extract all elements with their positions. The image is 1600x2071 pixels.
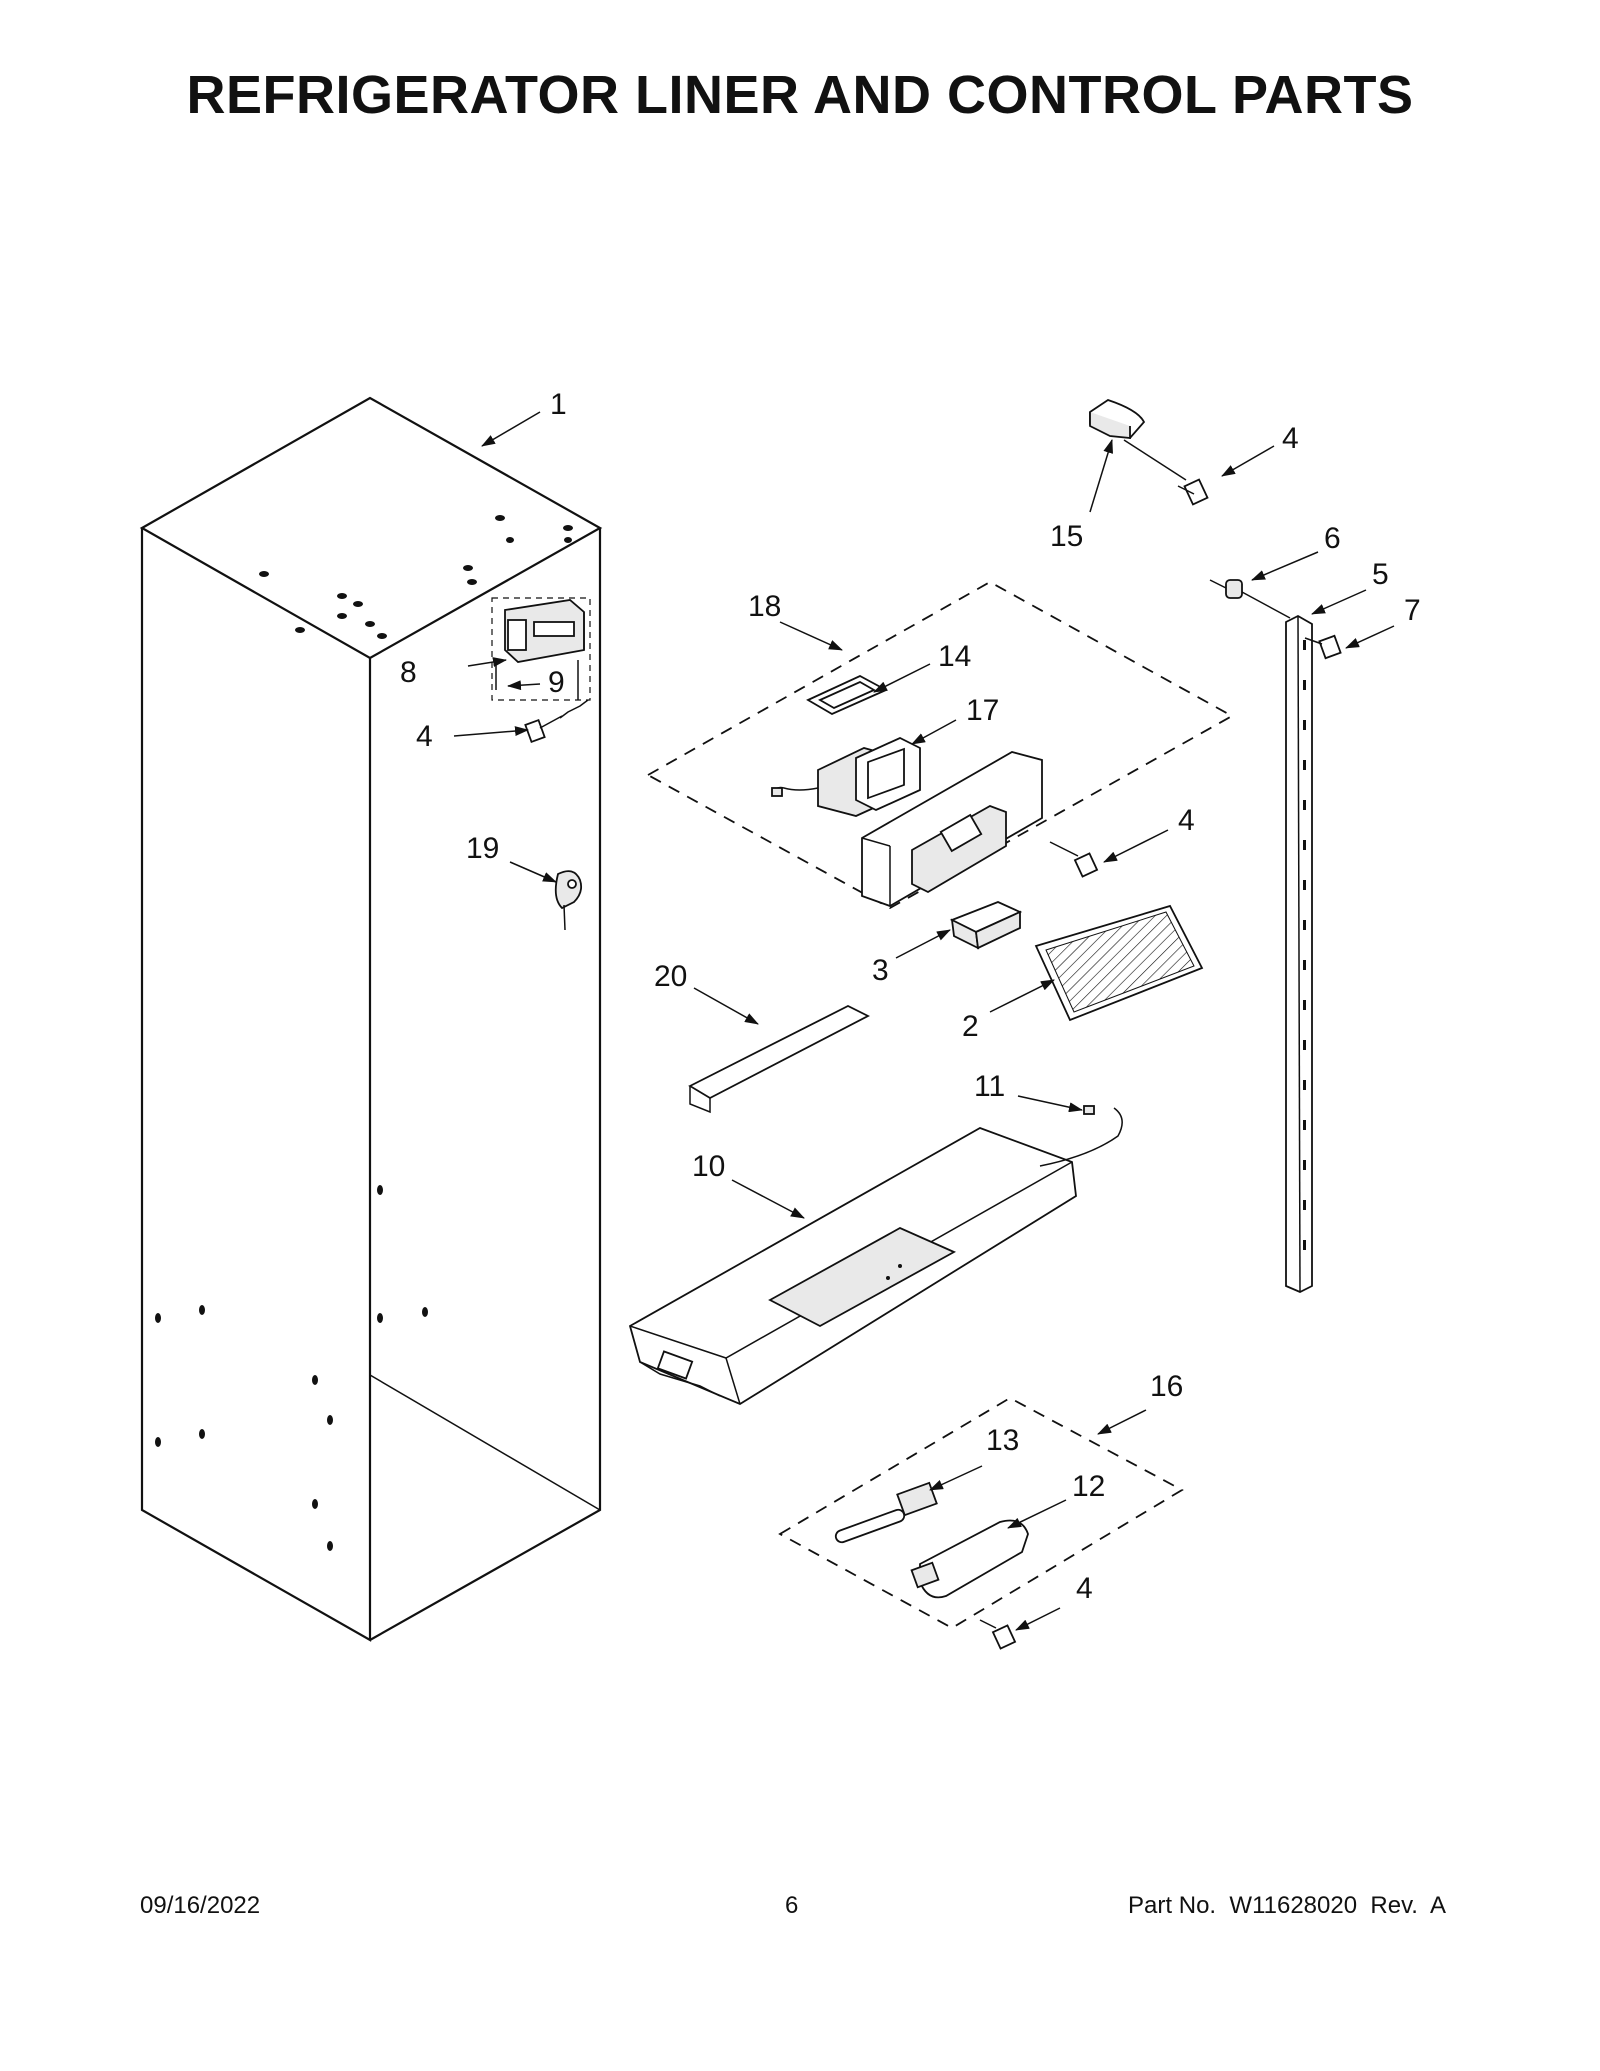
sensor-clip [554, 870, 583, 931]
top-holes [259, 515, 573, 639]
callout-10: 10 [692, 1150, 725, 1183]
screw-4-panel [1049, 841, 1099, 878]
callout-15: 15 [1050, 520, 1083, 553]
callout-14: 14 [938, 640, 971, 673]
callout-7: 7 [1404, 594, 1421, 627]
side-holes [155, 1185, 428, 1551]
callout-numbers: 1 4 15 6 5 7 18 14 17 8 9 4 4 19 3 20 2 … [400, 388, 1421, 1605]
callout-5: 5 [1372, 558, 1389, 591]
assembly-18-outline [646, 580, 1234, 910]
callout-4: 4 [1282, 422, 1299, 455]
callout-13: 13 [986, 1424, 1019, 1457]
gasket-14 [806, 674, 889, 716]
module-17 [771, 737, 921, 817]
callout-8: 8 [400, 656, 417, 689]
callout-3: 3 [872, 954, 889, 987]
callout-6: 6 [1324, 522, 1341, 555]
callout-16: 16 [1150, 1370, 1183, 1403]
screw-7 [1304, 634, 1342, 660]
callout-17: 17 [966, 694, 999, 727]
grommet-6 [1209, 579, 1291, 619]
bracket-15 [1089, 399, 1146, 440]
rail-slots [1303, 640, 1306, 1250]
screw-4-liner [524, 699, 589, 744]
callout-12: 12 [1072, 1470, 1105, 1503]
leader-lines [453, 411, 1395, 1631]
callout-1: 1 [550, 388, 567, 421]
control-housing [491, 597, 591, 701]
light-panel-10 [628, 1127, 1077, 1406]
filter-3 [949, 901, 1023, 950]
screw-4-top [1177, 478, 1209, 506]
screw-4-bottom [979, 1619, 1017, 1650]
callout-4: 4 [1178, 804, 1195, 837]
connector-13 [834, 1481, 938, 1544]
cover-2 [1034, 904, 1204, 1022]
vertical-rail [1285, 614, 1313, 1293]
callout-18: 18 [748, 590, 781, 623]
wire-11 [1039, 1105, 1123, 1167]
footer-date: 09/16/2022 [140, 1892, 261, 1919]
callout-2: 2 [962, 1010, 979, 1043]
kit-16-outline [778, 1396, 1184, 1630]
footer-page-number: 6 [785, 1892, 799, 1919]
page-title: REFRIGERATOR LINER AND CONTROL PARTS [186, 65, 1414, 125]
liner-box [139, 396, 603, 1642]
power-supply-12 [910, 1519, 1029, 1599]
callout-9: 9 [548, 666, 565, 699]
callout-19: 19 [466, 832, 499, 865]
callout-11: 11 [974, 1070, 1005, 1103]
callout-20: 20 [654, 960, 687, 993]
control-panel [861, 751, 1043, 907]
footer-part-number: Part No. W11628020 Rev. A [1128, 1892, 1446, 1919]
callout-4: 4 [416, 720, 433, 753]
callout-4: 4 [1076, 1572, 1093, 1605]
strip-20 [688, 1004, 870, 1114]
